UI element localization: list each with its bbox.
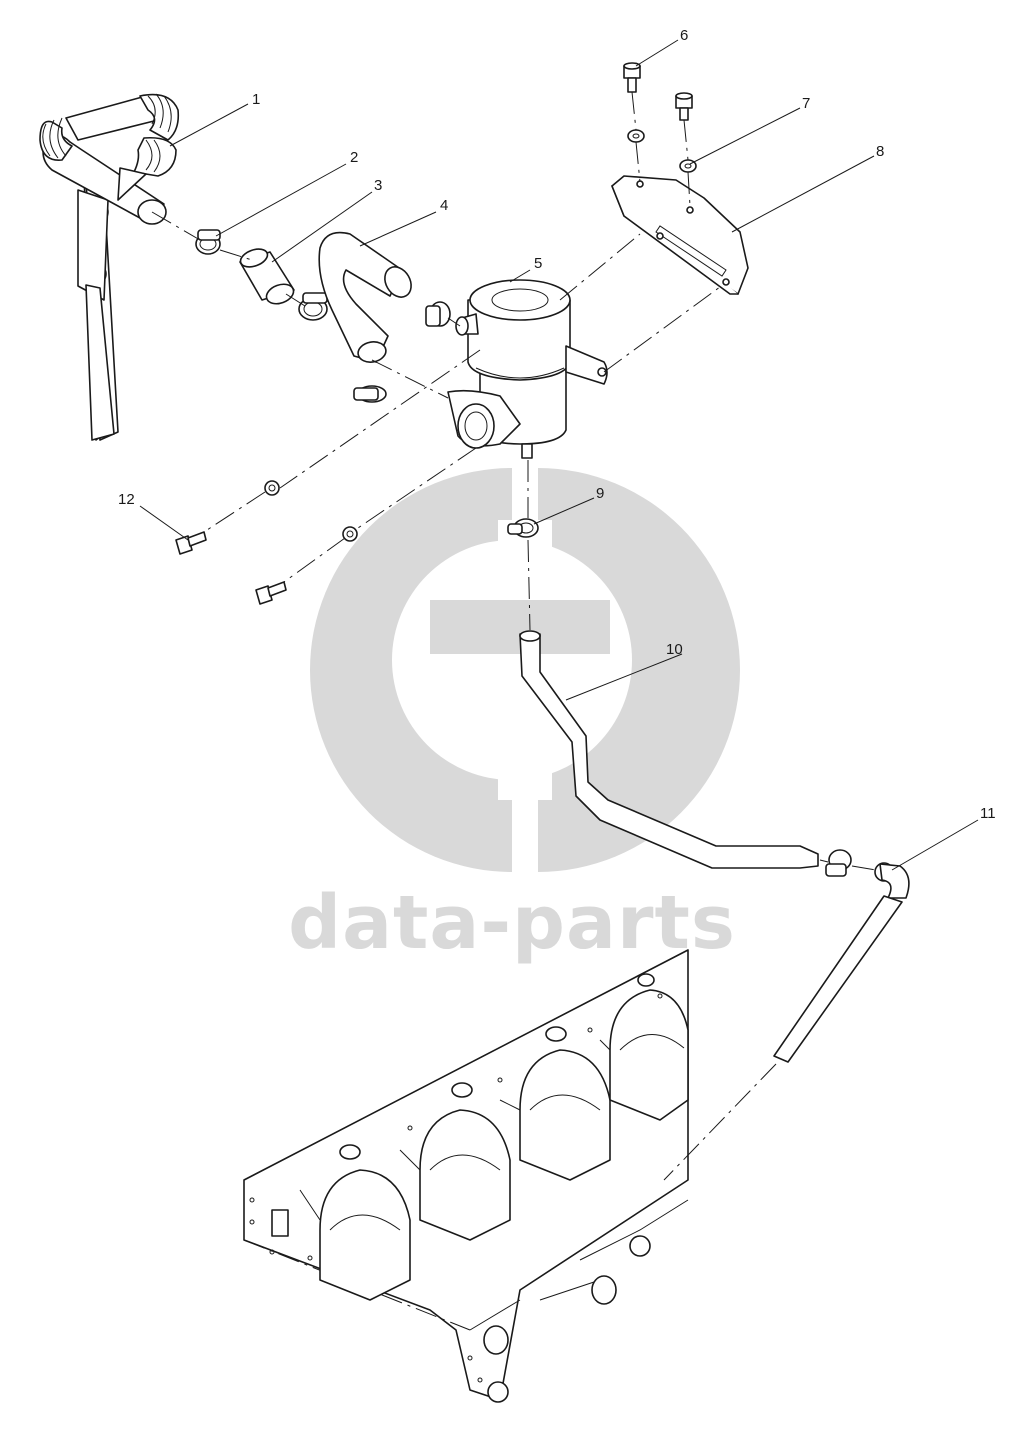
part-8-mounting-bracket xyxy=(611,175,749,295)
hose-clamp-lower xyxy=(298,292,328,321)
watermark-logo xyxy=(310,468,740,872)
part-6-bolt xyxy=(623,62,641,93)
callout-labels: 1 2 3 4 5 6 7 8 9 10 11 12 xyxy=(118,27,996,822)
callout-8: 8 xyxy=(876,143,884,160)
callout-3: 3 xyxy=(374,177,382,194)
callout-12: 12 xyxy=(118,491,135,508)
callout-7: 7 xyxy=(802,95,810,112)
callout-5: 5 xyxy=(534,255,542,272)
washer-right xyxy=(342,526,358,542)
part-7-bolt xyxy=(675,92,693,121)
washer-left xyxy=(264,480,280,496)
part-6-washer xyxy=(627,129,645,143)
part-9-small-clamp xyxy=(507,518,539,538)
callout-1: 1 xyxy=(252,91,260,108)
part-10-drain-tube xyxy=(519,630,819,869)
callout-6: 6 xyxy=(680,27,688,44)
part-11-elbow-connector xyxy=(773,862,910,1063)
hose-clamp-separator-inlet xyxy=(425,301,451,327)
callout-2: 2 xyxy=(350,149,358,166)
part-2-hose-clamp xyxy=(195,229,221,255)
hose-clamp-tube-end xyxy=(825,849,852,877)
watermark: data-parts xyxy=(288,468,740,966)
watermark-text: data-parts xyxy=(288,880,736,966)
part-5-oil-separator xyxy=(447,279,608,459)
hose-clamp-bottom xyxy=(353,385,387,403)
part-4-elbow-hose xyxy=(318,231,412,363)
callout-11: 11 xyxy=(980,805,996,822)
assembly-lines xyxy=(151,91,877,1181)
callout-10: 10 xyxy=(666,641,683,658)
part-1-breather-pipe xyxy=(39,93,180,441)
callout-4: 4 xyxy=(440,197,448,214)
part-12-bolt-second xyxy=(255,581,287,605)
leader-lines xyxy=(139,39,979,871)
engine-block xyxy=(243,949,689,1403)
part-3-hose-sleeve xyxy=(239,248,295,305)
callout-9: 9 xyxy=(596,485,604,502)
